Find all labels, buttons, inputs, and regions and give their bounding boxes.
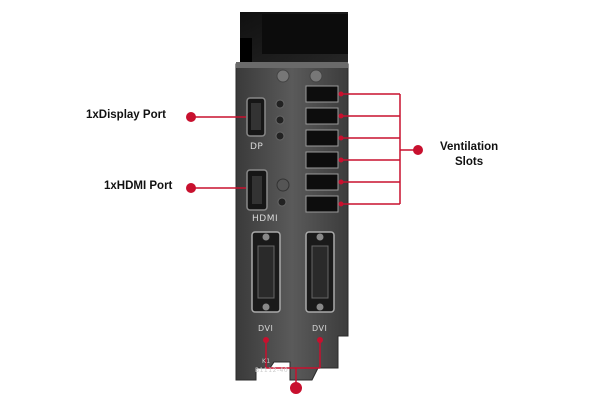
bottom-callout-dot: [290, 382, 302, 394]
ventilation-slots: [305, 85, 339, 213]
screw-icon: [276, 69, 290, 83]
vent-slot: [305, 195, 339, 213]
card-pcb-edge: [240, 38, 252, 64]
sticker-line2: B1112-40: [255, 367, 289, 374]
hdmi-inner: [252, 176, 262, 204]
screw-icon: [277, 197, 287, 207]
vent-slot: [305, 151, 339, 169]
ventilation-label-line2: Slots: [455, 156, 484, 168]
dvi-right-engraving: DVI: [312, 324, 328, 333]
vent-slot: [305, 107, 339, 125]
ventilation-label-line1: Ventilation: [440, 141, 499, 153]
dvi-left-engraving: DVI: [258, 324, 274, 333]
dp-callout-dot: [186, 112, 196, 122]
dvi-left-dot: [263, 337, 269, 343]
dvi-connector-right: [305, 231, 335, 313]
display-port-label: 1xDisplay Port: [86, 109, 166, 121]
screw-icon: [275, 115, 285, 125]
dvi-right-dot: [317, 337, 323, 343]
displayport-inner: [251, 103, 261, 130]
dvi-connector-left: [251, 231, 281, 313]
hdmi-callout-dot: [186, 183, 196, 193]
vent-slot: [305, 173, 339, 191]
screw-icon: [275, 99, 285, 109]
vent-callout-dot: [413, 145, 423, 155]
screw-icon: [309, 69, 323, 83]
card-shroud: [262, 14, 348, 54]
vent-slot: [305, 129, 339, 147]
callout-dots: [186, 91, 423, 394]
screw-icon: [276, 178, 290, 192]
screw-icon: [275, 131, 285, 141]
hdmi-engraving: HDMI: [252, 214, 279, 224]
dp-engraving: DP: [250, 142, 264, 152]
callout-lines: [191, 93, 416, 384]
hdmi-port-label: 1xHDMI Port: [104, 180, 173, 192]
sticker-line1: K1: [262, 358, 271, 365]
bracket-top-lip: [236, 62, 348, 68]
vent-slot: [305, 85, 339, 103]
